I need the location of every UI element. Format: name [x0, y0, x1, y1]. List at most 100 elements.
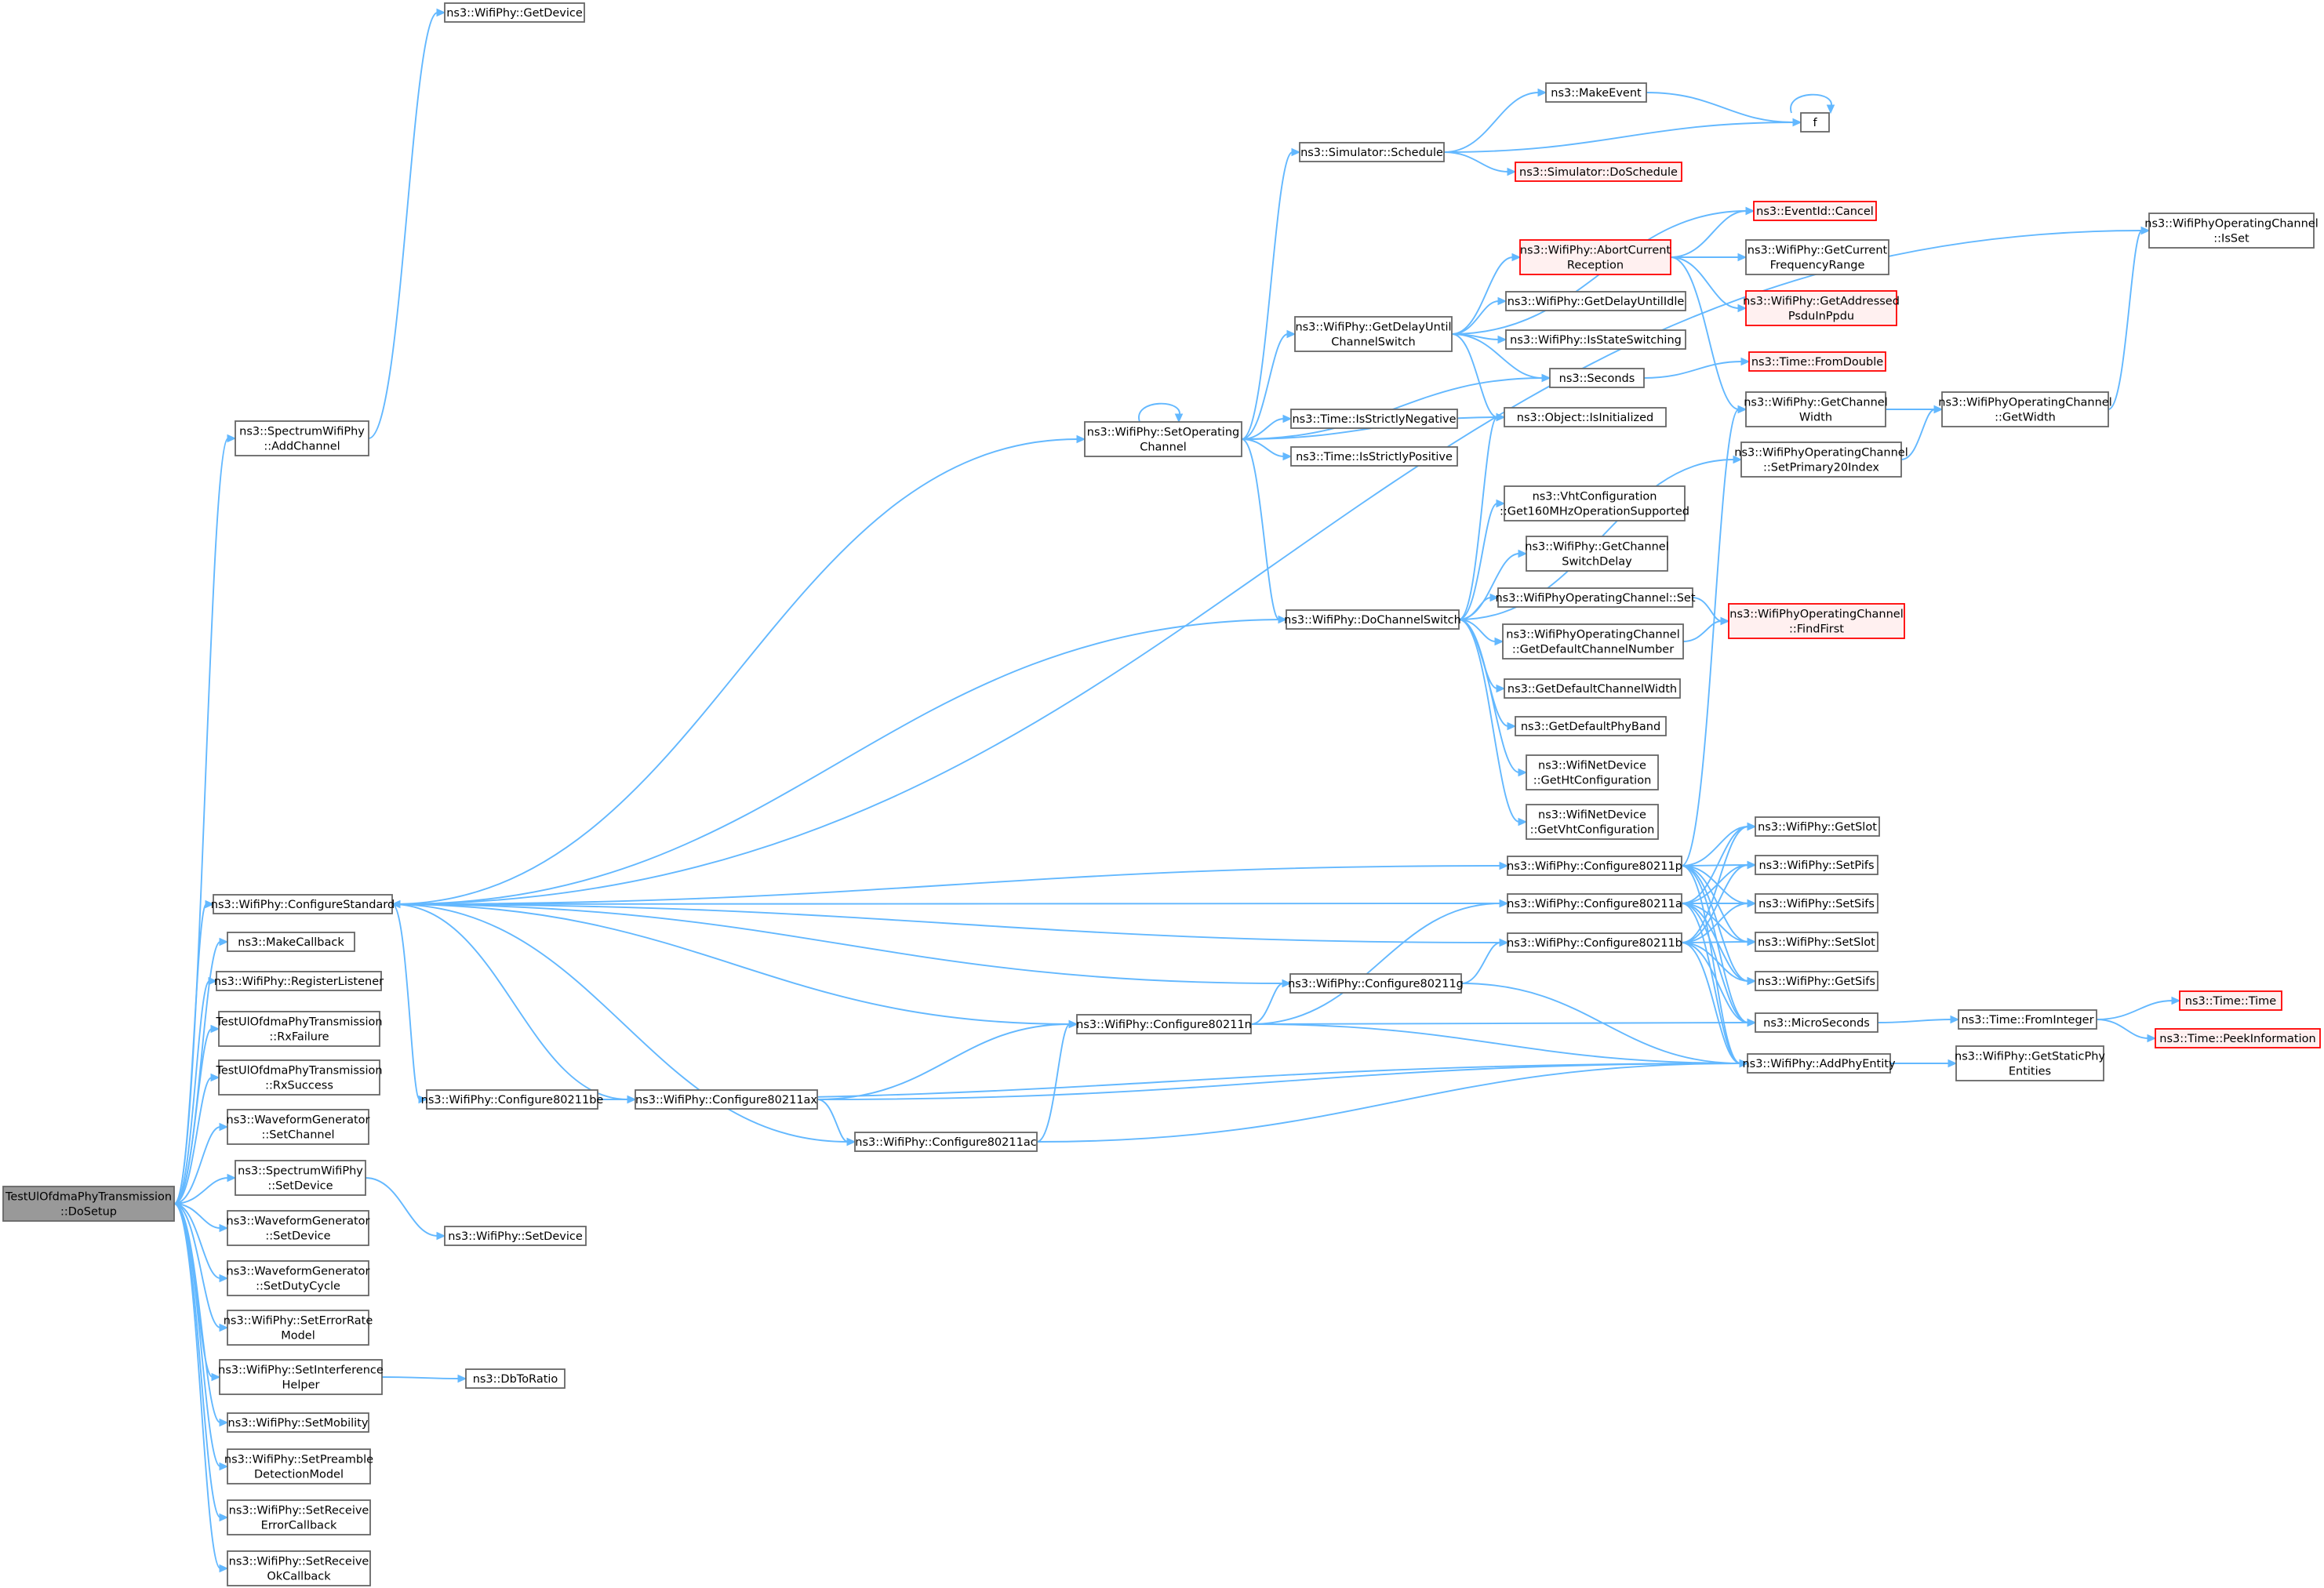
node-box[interactable]	[227, 1550, 371, 1586]
node-cfg_b[interactable]: ns3::WifiPhy::Configure80211b	[1507, 932, 1682, 953]
node-peekinfo[interactable]: ns3::Time::PeekInformation	[2155, 1028, 2321, 1048]
node-box[interactable]	[235, 420, 369, 456]
node-box[interactable]	[854, 1132, 1038, 1152]
node-swp_setdevice[interactable]: ns3::SpectrumWifiPhy::SetDevice	[235, 1160, 366, 1196]
node-box[interactable]	[2179, 990, 2282, 1011]
node-box[interactable]	[2, 1186, 175, 1222]
node-box[interactable]	[1755, 1012, 1878, 1033]
node-box[interactable]	[1755, 932, 1878, 952]
node-box[interactable]	[227, 1310, 369, 1346]
node-box[interactable]	[1755, 893, 1878, 914]
node-box[interactable]	[1955, 1045, 2104, 1081]
node-getdelayidle[interactable]: ns3::WifiPhy::GetDelayUntilIdle	[1505, 291, 1686, 311]
node-wg_setduty[interactable]: ns3::WaveformGenerator::SetDutyCycle	[227, 1260, 370, 1296]
node-box[interactable]	[218, 1011, 380, 1047]
node-box[interactable]	[227, 1210, 369, 1246]
node-box[interactable]	[1519, 239, 1671, 275]
node-box[interactable]	[213, 894, 393, 914]
node-box[interactable]	[1286, 609, 1460, 630]
node-box[interactable]	[1290, 446, 1458, 467]
node-getslot[interactable]: ns3::WifiPhy::GetSlot	[1755, 816, 1880, 837]
node-box[interactable]	[1507, 893, 1682, 914]
node-box[interactable]	[1755, 816, 1880, 837]
node-getdefband[interactable]: ns3::GetDefaultPhyBand	[1515, 716, 1667, 736]
node-time_time[interactable]: ns3::Time::Time	[2179, 990, 2282, 1011]
node-cfg_a[interactable]: ns3::WifiPhy::Configure80211a	[1507, 893, 1682, 914]
node-cfg_g[interactable]: ns3::WifiPhy::Configure80211g	[1288, 973, 1464, 994]
node-isinit[interactable]: ns3::Object::IsInitialized	[1504, 407, 1667, 427]
node-addchannel[interactable]: ns3::SpectrumWifiPhy::AddChannel	[235, 420, 369, 456]
node-vht160[interactable]: ns3::VhtConfiguration::Get160MHzOperatio…	[1500, 485, 1689, 521]
node-box[interactable]	[444, 2, 585, 23]
node-box[interactable]	[216, 971, 382, 991]
node-box[interactable]	[1753, 201, 1877, 221]
node-cfg_ax[interactable]: ns3::WifiPhy::Configure80211ax	[635, 1089, 818, 1110]
node-setsifs[interactable]: ns3::WifiPhy::SetSifs	[1755, 893, 1878, 914]
node-fromdouble[interactable]: ns3::Time::FromDouble	[1748, 351, 1886, 372]
node-cancel[interactable]: ns3::EventId::Cancel	[1753, 201, 1877, 221]
node-wg_setchannel[interactable]: ns3::WaveformGenerator::SetChannel	[227, 1109, 370, 1145]
node-setprimary[interactable]: ns3::WifiPhyOperatingChannel::SetPrimary…	[1734, 442, 1908, 478]
node-box[interactable]	[1515, 162, 1682, 182]
node-box[interactable]	[1502, 623, 1684, 660]
node-box[interactable]	[1526, 536, 1668, 572]
node-box[interactable]	[1745, 239, 1889, 275]
node-opch_getwidth[interactable]: ns3::WifiPhyOperatingChannel::GetWidth	[1938, 391, 2112, 427]
node-makeevent[interactable]: ns3::MakeEvent	[1545, 82, 1647, 103]
node-box[interactable]	[1504, 407, 1667, 427]
node-box[interactable]	[1755, 971, 1878, 991]
node-box[interactable]	[1504, 678, 1681, 699]
node-box[interactable]	[227, 932, 355, 952]
node-box[interactable]	[1740, 442, 1902, 478]
node-box[interactable]	[1958, 1009, 2097, 1030]
node-addphyentity[interactable]: ns3::WifiPhy::AddPhyEntity	[1742, 1053, 1896, 1074]
node-box[interactable]	[1504, 485, 1686, 521]
node-dochswitch[interactable]: ns3::WifiPhy::DoChannelSwitch	[1284, 609, 1461, 630]
node-box[interactable]	[444, 1226, 587, 1246]
node-box[interactable]	[635, 1089, 818, 1110]
node-getdevice[interactable]: ns3::WifiPhy::GetDevice	[444, 2, 585, 23]
node-box[interactable]	[2155, 1028, 2321, 1048]
node-getdefchnum[interactable]: ns3::WifiPhyOperatingChannel::GetDefault…	[1502, 623, 1684, 660]
node-getht[interactable]: ns3::WifiNetDevice::GetHtConfiguration	[1526, 754, 1659, 790]
node-box[interactable]	[426, 1089, 598, 1110]
node-getsifs[interactable]: ns3::WifiPhy::GetSifs	[1755, 971, 1878, 991]
node-box[interactable]	[1745, 391, 1886, 427]
node-box[interactable]	[1505, 291, 1686, 311]
node-schedule[interactable]: ns3::Simulator::Schedule	[1299, 142, 1445, 162]
node-box[interactable]	[1507, 856, 1682, 876]
node-box[interactable]	[227, 1499, 371, 1535]
node-box[interactable]	[235, 1160, 366, 1196]
node-setslot[interactable]: ns3::WifiPhy::SetSlot	[1755, 932, 1878, 952]
node-box[interactable]	[1748, 351, 1886, 372]
node-frominteger[interactable]: ns3::Time::FromInteger	[1958, 1009, 2097, 1030]
node-box[interactable]	[1526, 804, 1659, 840]
node-root[interactable]: TestUlOfdmaPhyTransmission::DoSetup	[2, 1186, 175, 1222]
node-opch_set[interactable]: ns3::WifiPhyOperatingChannel::Set	[1495, 587, 1696, 608]
node-dbtoratio[interactable]: ns3::DbToRatio	[465, 1368, 566, 1389]
node-box[interactable]	[1084, 421, 1242, 457]
node-box[interactable]	[1526, 754, 1659, 790]
node-box[interactable]	[218, 1059, 380, 1096]
node-setpifs[interactable]: ns3::WifiPhy::SetPifs	[1755, 855, 1878, 875]
node-box[interactable]	[1515, 716, 1667, 736]
node-box[interactable]	[227, 1412, 369, 1433]
node-box[interactable]	[1941, 391, 2109, 427]
node-box[interactable]	[1507, 932, 1682, 953]
node-box[interactable]	[1294, 316, 1453, 352]
node-isneg[interactable]: ns3::Time::IsStrictlyNegative	[1290, 409, 1458, 429]
node-box[interactable]	[227, 1448, 371, 1484]
node-box[interactable]	[1497, 587, 1693, 608]
node-box[interactable]	[1800, 112, 1830, 133]
node-f[interactable]: f	[1800, 112, 1830, 133]
node-opch_isset[interactable]: ns3::WifiPhyOperatingChannel::IsSet	[2144, 213, 2319, 249]
